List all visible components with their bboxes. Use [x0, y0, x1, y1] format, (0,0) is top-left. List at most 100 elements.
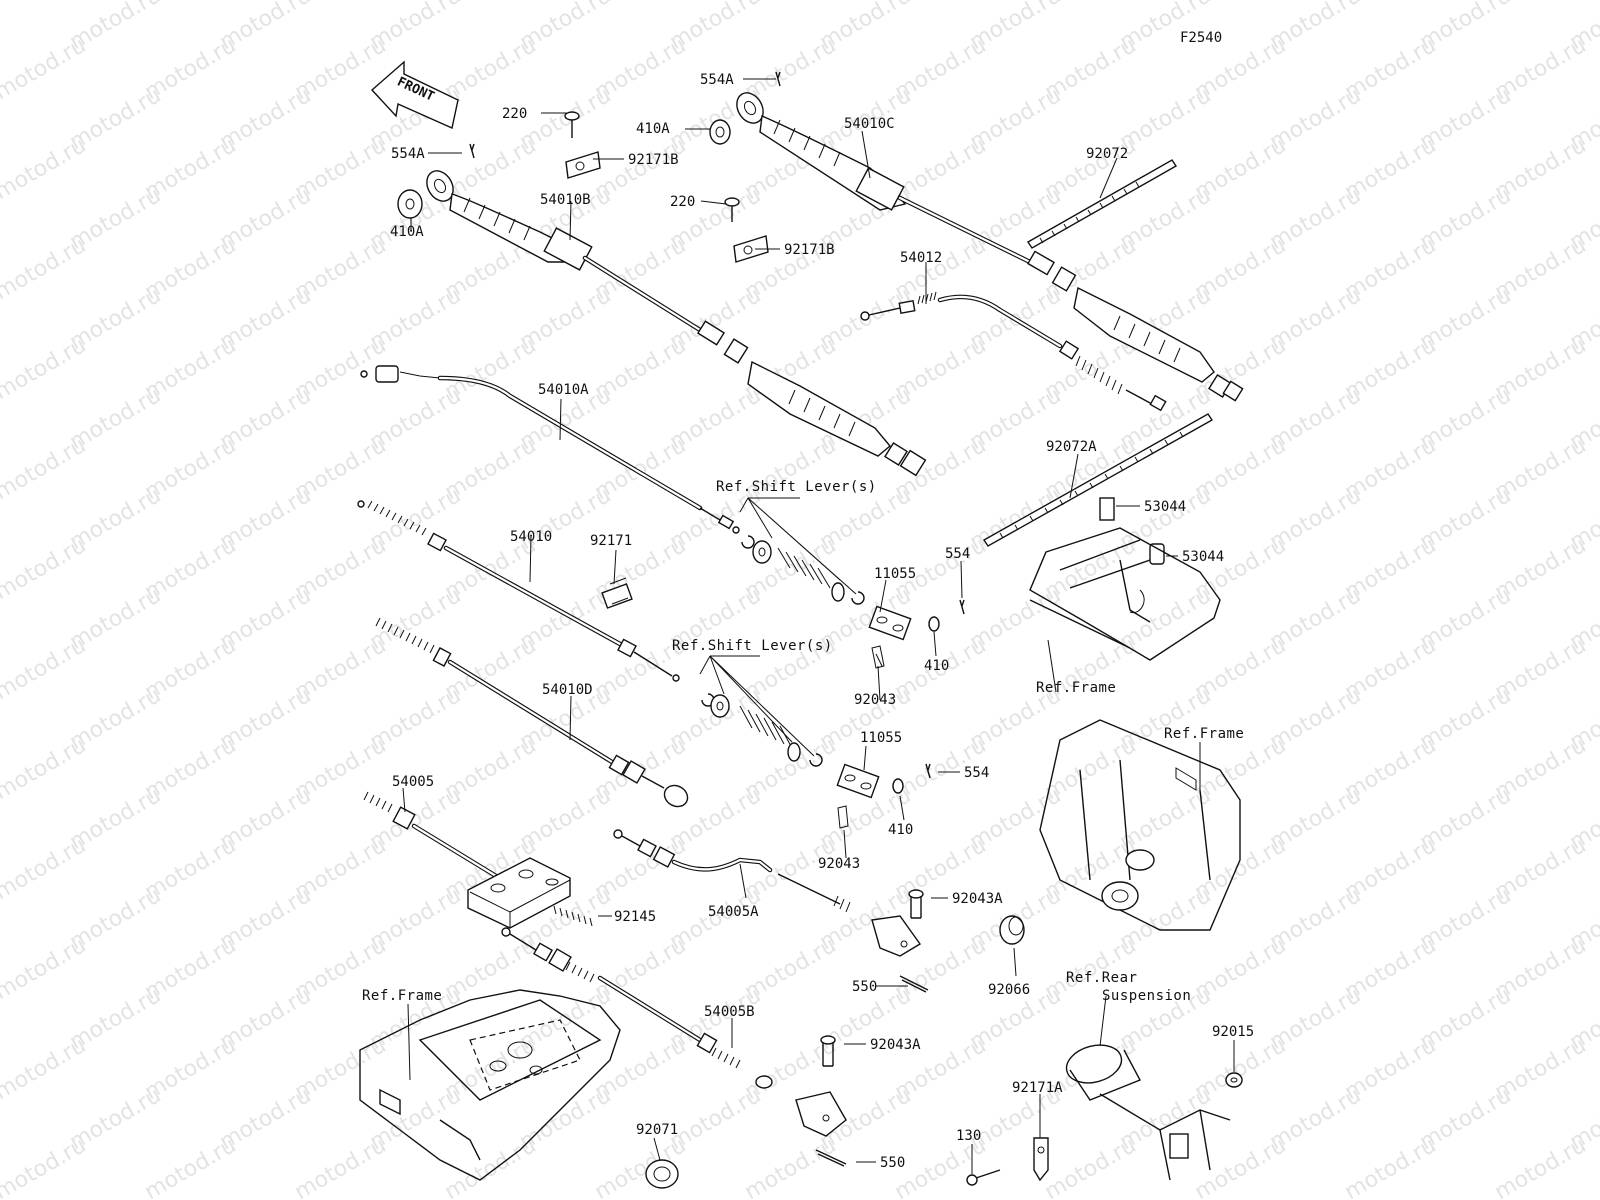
- watermark-text: motod.ru: [741, 1133, 841, 1200]
- label-54012[interactable]: 54012: [900, 250, 942, 266]
- watermark-text: motod.ru: [0, 0, 90, 5]
- label-54010b[interactable]: 54010B: [540, 192, 591, 208]
- label-92066[interactable]: 92066: [988, 982, 1030, 998]
- watermark-text: motod.ru: [0, 633, 90, 705]
- bolt-220-lower: [724, 197, 740, 222]
- watermark-text: motod.ru: [0, 433, 90, 505]
- label-92072a[interactable]: 92072A: [1046, 439, 1097, 455]
- bracket-block-54005: [467, 857, 571, 929]
- clip-92171b-lower: [733, 235, 769, 263]
- leader-lines: [402, 78, 1235, 1174]
- frame-section-bottom: [359, 989, 621, 1181]
- cotter-pin-550-upper: [899, 975, 929, 993]
- label-550-upper[interactable]: 550: [852, 979, 877, 995]
- ref-frame-middle: Ref.Frame: [1164, 726, 1244, 742]
- label-92043-lower[interactable]: 92043: [818, 856, 860, 872]
- shift-lever-parts-lower: [699, 655, 823, 767]
- watermark-text: motod.ru: [0, 1033, 90, 1105]
- watermark-text: motod.ru: [1341, 1133, 1441, 1200]
- label-554a-top[interactable]: 554A: [700, 72, 734, 88]
- watermark-text: motod.ru: [1491, 1133, 1591, 1200]
- washer-410a-upper: [709, 119, 731, 145]
- cable-tie-92072: [1027, 159, 1177, 249]
- label-54010[interactable]: 54010: [510, 529, 552, 545]
- label-92171b-lower[interactable]: 92171B: [784, 242, 835, 258]
- label-54010d[interactable]: 54010D: [542, 682, 593, 698]
- cable-54005: [363, 791, 499, 879]
- reference-labels: Ref.Shift Lever(s) Ref.Shift Lever(s) Re…: [362, 479, 1244, 1004]
- watermark-text: motod.ru: [141, 1133, 241, 1200]
- shift-lever-parts-upper: [739, 497, 865, 605]
- cable-tie-92072a: [982, 413, 1214, 547]
- cable-54010b: [426, 170, 927, 477]
- cotter-pin-550-lower: [815, 1149, 847, 1167]
- label-54005b[interactable]: 54005B: [704, 1004, 755, 1020]
- label-410-upper[interactable]: 410: [924, 658, 949, 674]
- pin-92043a-lower: [820, 1035, 836, 1067]
- clip-92171b-upper: [565, 151, 601, 179]
- pin-554-lower: [925, 763, 931, 779]
- watermark-text: motod.ru: [0, 533, 90, 605]
- label-92171[interactable]: 92171: [590, 533, 632, 549]
- ref-frame-bottom: Ref.Frame: [362, 988, 442, 1004]
- bracket-11055-lower: [836, 763, 904, 829]
- label-53044-upper[interactable]: 53044: [1144, 499, 1186, 515]
- watermark-text: motod.ru: [0, 1133, 90, 1200]
- ref-rear-suspension-line2: Suspension: [1102, 988, 1191, 1004]
- cable-54005b: [501, 927, 847, 1137]
- ref-shift-lever-lower: Ref.Shift Lever(s): [672, 638, 833, 654]
- label-53044-lower[interactable]: 53044: [1182, 549, 1224, 565]
- label-554a-left[interactable]: 554A: [391, 146, 425, 162]
- watermark-text: motod.ru: [0, 833, 90, 905]
- label-11055-upper[interactable]: 11055: [874, 566, 916, 582]
- pin-554a-top: [775, 71, 781, 87]
- cable-54010d: [375, 617, 689, 808]
- label-220-upper[interactable]: 220: [502, 106, 527, 122]
- grommet-92071: [645, 1159, 679, 1189]
- watermark-text: motod.ru: [1041, 1133, 1141, 1200]
- label-410a-lower[interactable]: 410A: [390, 224, 424, 240]
- label-130[interactable]: 130: [956, 1128, 981, 1144]
- label-554-lower[interactable]: 554: [964, 765, 989, 781]
- diagram-code: F2540: [1180, 30, 1222, 46]
- label-220-lower[interactable]: 220: [670, 194, 695, 210]
- watermark-text: motod.ru: [0, 33, 90, 105]
- label-92043a-upper[interactable]: 92043A: [952, 891, 1003, 907]
- label-11055-lower[interactable]: 11055: [860, 730, 902, 746]
- bracket-11055-upper: [868, 605, 940, 669]
- label-54005[interactable]: 54005: [392, 774, 434, 790]
- grommet-53044-upper: [1099, 497, 1115, 521]
- spring-92145: [553, 905, 593, 927]
- watermark-text: motod.ru: [0, 133, 90, 205]
- part-number-labels: 554A 220 410A 92171B 554A 54010C 54010B …: [390, 72, 1254, 1171]
- grommet-53044-lower: [1149, 543, 1165, 565]
- label-54005a[interactable]: 54005A: [708, 904, 759, 920]
- label-554-upper[interactable]: 554: [945, 546, 970, 562]
- label-92171b-upper[interactable]: 92171B: [628, 152, 679, 168]
- label-92043-upper[interactable]: 92043: [854, 692, 896, 708]
- ref-rear-suspension-line1: Ref.Rear: [1066, 970, 1137, 986]
- label-92145[interactable]: 92145: [614, 909, 656, 925]
- label-92071[interactable]: 92071: [636, 1122, 678, 1138]
- cable-54012: [860, 291, 1167, 412]
- label-92171a[interactable]: 92171A: [1012, 1080, 1063, 1096]
- ref-shift-lever-upper: Ref.Shift Lever(s): [716, 479, 877, 495]
- label-410a-upper[interactable]: 410A: [636, 121, 670, 137]
- frame-section-upper: [1029, 527, 1221, 661]
- label-92015[interactable]: 92015: [1212, 1024, 1254, 1040]
- watermark-text: motod.ru: [291, 1133, 391, 1200]
- watermark-text: motod.ru: [0, 933, 90, 1005]
- bolt-130: [966, 1169, 1001, 1186]
- label-550-lower[interactable]: 550: [880, 1155, 905, 1171]
- label-92043a-lower[interactable]: 92043A: [870, 1037, 921, 1053]
- label-92072[interactable]: 92072: [1086, 146, 1128, 162]
- label-410-lower[interactable]: 410: [888, 822, 913, 838]
- cable-54010a: [360, 365, 740, 534]
- watermark-text: motod.ru: [0, 233, 90, 305]
- label-54010a[interactable]: 54010A: [538, 382, 589, 398]
- watermark-text: motod.ru: [441, 1133, 541, 1200]
- label-54010c[interactable]: 54010C: [844, 116, 895, 132]
